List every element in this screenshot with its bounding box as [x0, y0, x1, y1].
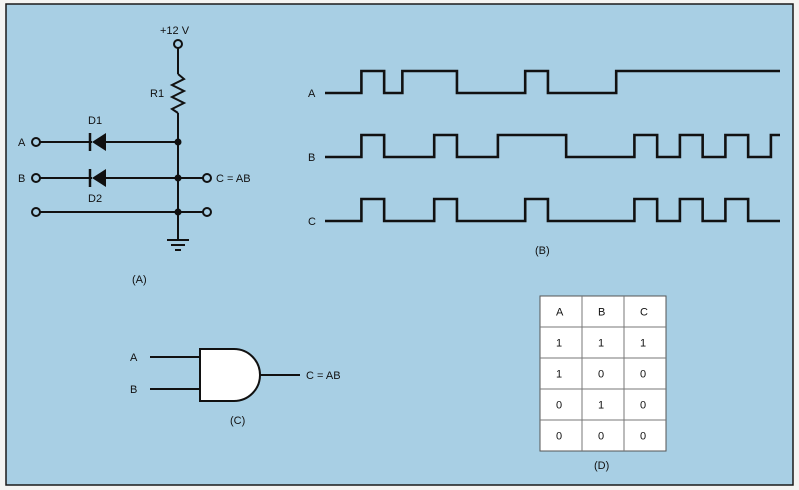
diode-d2-label: D2	[88, 193, 102, 205]
diode-d2	[92, 169, 106, 187]
gate-input-a-label: A	[130, 352, 138, 364]
table-header-cell: C	[640, 307, 648, 319]
resistor-r1	[169, 73, 187, 114]
timing-waveforms: A B C	[308, 69, 780, 228]
output-c-terminal	[202, 173, 212, 183]
table-cell: 0	[640, 369, 646, 381]
ground-icon	[167, 239, 189, 251]
table-header-cell: B	[598, 307, 605, 319]
waveform-c	[325, 197, 780, 223]
supply-label: +12 V	[160, 25, 190, 37]
waveform-b	[325, 133, 780, 159]
truth-table-bg	[539, 295, 667, 452]
caption-d: (D)	[594, 460, 609, 472]
gate-output-label: C = AB	[306, 370, 341, 382]
waveform-label-a: A	[308, 88, 316, 100]
table-cell: 0	[598, 431, 604, 443]
waveform-a	[325, 69, 780, 95]
caption-b: (B)	[535, 245, 550, 257]
waveform-label-c: C	[308, 216, 316, 228]
truth-table: A B C 1 1 1 1 0 0 0 1 0 0 0 0 (D)	[539, 295, 667, 472]
table-cell: 0	[556, 400, 562, 412]
and-gate-icon	[199, 348, 261, 402]
table-cell: 1	[598, 338, 604, 350]
and-gate-symbol: A B C = AB (C)	[130, 348, 341, 427]
caption-a: (A)	[132, 274, 147, 286]
diode-d1	[92, 133, 106, 151]
table-cell: 0	[556, 431, 562, 443]
ground-terminal-right	[202, 207, 212, 217]
diagram-panel	[5, 3, 794, 486]
junction-dot	[174, 138, 182, 146]
input-b-label: B	[18, 173, 25, 185]
table-cell: 0	[598, 369, 604, 381]
table-cell: 0	[640, 431, 646, 443]
gate-input-b-label: B	[130, 384, 137, 396]
table-cell: 1	[640, 338, 646, 350]
table-cell: 1	[556, 338, 562, 350]
caption-c: (C)	[230, 415, 245, 427]
resistor-label: R1	[150, 88, 164, 100]
table-cell: 0	[640, 400, 646, 412]
table-cell: 1	[556, 369, 562, 381]
input-a-label: A	[18, 137, 26, 149]
diode-d1-label: D1	[88, 115, 102, 127]
output-c-label: C = AB	[216, 173, 251, 185]
waveform-label-b: B	[308, 152, 315, 164]
table-header-cell: A	[556, 307, 564, 319]
diode-and-schematic: +12 V R1 A D1 B D2 C = AB	[18, 25, 251, 286]
table-cell: 1	[598, 400, 604, 412]
